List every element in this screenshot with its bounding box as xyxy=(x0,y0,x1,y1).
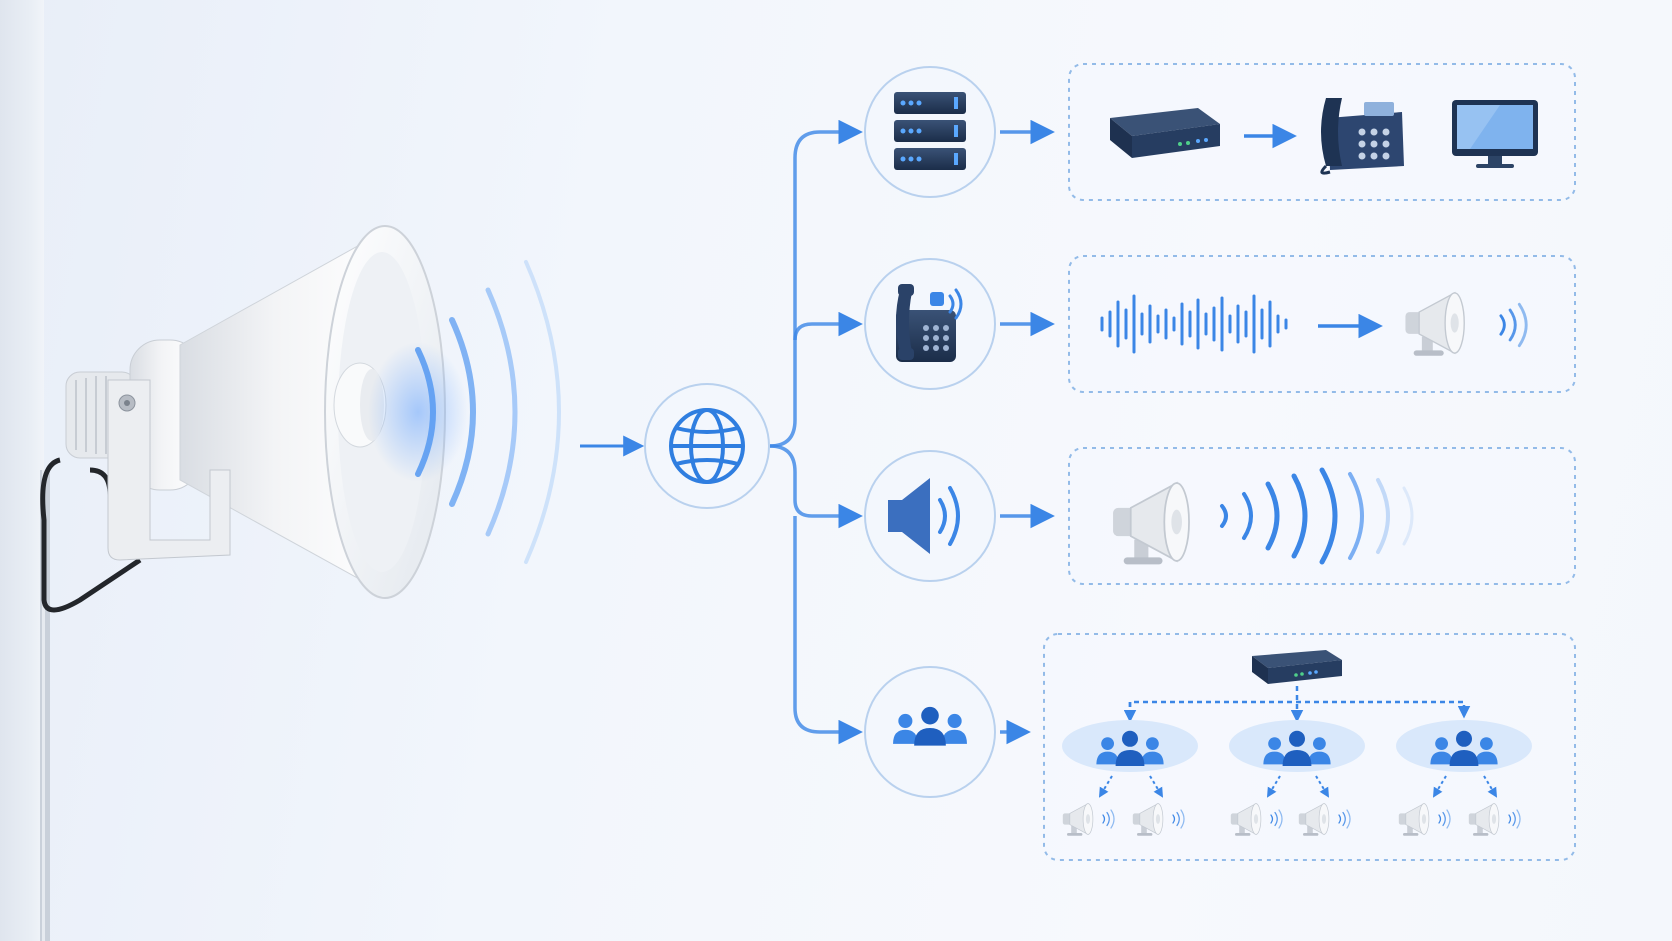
zone-group-1 xyxy=(1062,720,1198,837)
phone-call-icon xyxy=(896,284,963,362)
panel-voice xyxy=(1068,255,1576,393)
sip-gateway-icon xyxy=(1110,108,1220,158)
panel-broadcast xyxy=(1068,447,1576,585)
node-phone xyxy=(864,258,996,390)
zone-distribution-lines xyxy=(1123,686,1471,723)
server-rack-icon xyxy=(894,92,966,170)
desk-phone-icon xyxy=(1320,98,1404,175)
panel-arrows xyxy=(1000,119,1055,745)
node-speaker xyxy=(864,450,996,582)
panel-sip xyxy=(1068,63,1576,201)
broadcast-waves xyxy=(1220,467,1414,565)
branch-connectors xyxy=(769,119,863,745)
node-server xyxy=(864,66,996,198)
zone-group-3 xyxy=(1396,720,1532,837)
node-group xyxy=(864,666,996,798)
speaker-volume-icon xyxy=(888,478,960,554)
sound-waves xyxy=(368,260,561,564)
paging-controller-icon xyxy=(1252,650,1342,684)
audio-waveform-icon xyxy=(1100,294,1288,354)
globe-icon xyxy=(669,408,745,484)
wall-background xyxy=(0,0,44,941)
globe-hub xyxy=(644,383,770,509)
panel-zones xyxy=(1043,633,1576,861)
zone-group-2 xyxy=(1229,720,1365,837)
computer-monitor-icon xyxy=(1452,100,1538,168)
